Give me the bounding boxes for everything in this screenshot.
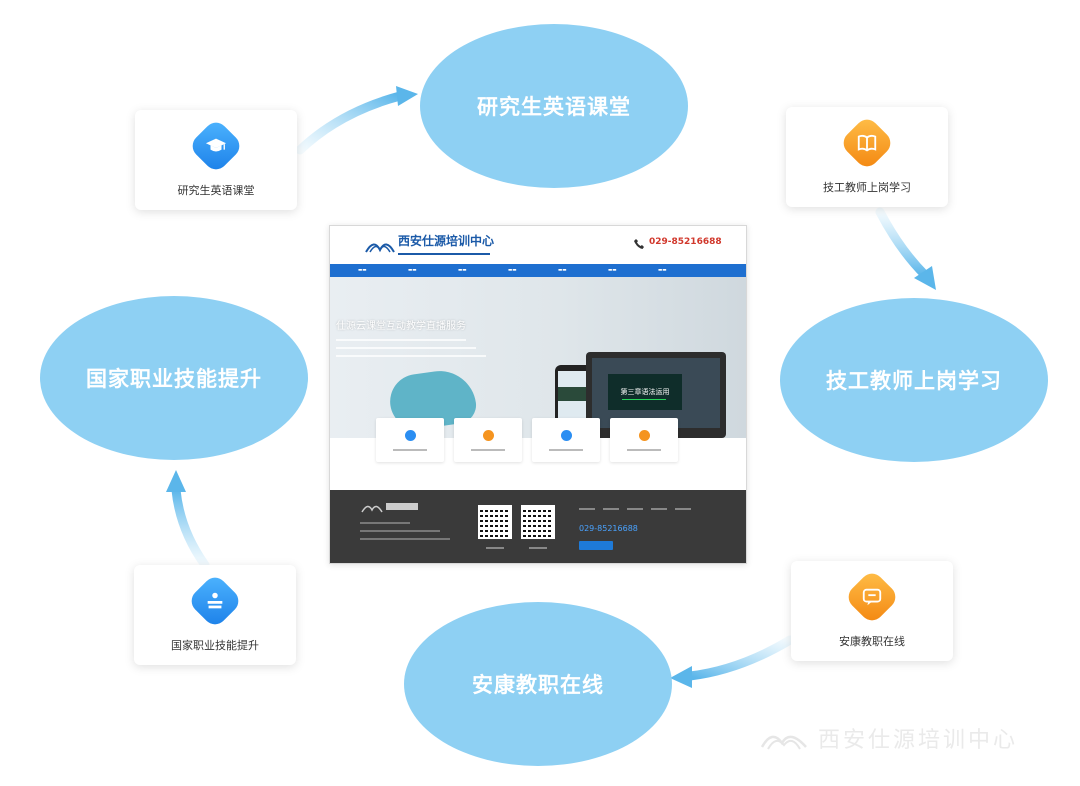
card-label: 研究生英语课堂 [177, 184, 255, 197]
site-nav: ▬▬ ▬▬ ▬▬ ▬▬ ▬▬ ▬▬ ▬▬ [330, 264, 746, 277]
nav-item[interactable]: ▬▬ [408, 268, 417, 273]
site-header: 西安仕源培训中心 029-85216688 [330, 226, 746, 264]
ellipse-top-label: 研究生英语课堂 [477, 95, 631, 119]
site-hero: 仕源云课堂互动教学直播服务 第三章语法运用 [330, 277, 746, 443]
arrow-top [295, 86, 418, 155]
hero-title: 仕源云课堂互动教学直播服务 [336, 321, 466, 332]
qr-code [478, 505, 512, 539]
site-logo-icon [365, 243, 395, 253]
nav-item[interactable]: ▬▬ [658, 268, 667, 273]
card-label: 技工教师上岗学习 [823, 181, 911, 194]
ellipse-top: 研究生英语课堂 [420, 24, 688, 188]
site-phone: 029-85216688 [649, 237, 722, 247]
site-card[interactable] [454, 418, 522, 462]
watermark-text: 西安仕源培训中心 [818, 728, 1019, 753]
hero-board: 第三章语法运用 [608, 374, 682, 410]
card-label: 安康教职在线 [839, 635, 905, 648]
arrow-left [166, 470, 210, 570]
footer-logo-icon [361, 503, 418, 513]
site-card[interactable] [376, 418, 444, 462]
ellipse-right-label: 技工教师上岗学习 [826, 369, 1002, 393]
nav-item[interactable]: ▬▬ [558, 268, 567, 273]
phone-icon [634, 239, 644, 249]
card-label: 国家职业技能提升 [171, 639, 259, 652]
footer-phone: 029-85216688 [579, 524, 638, 533]
card-technical-teacher: 技工教师上岗学习 [786, 107, 948, 207]
book-stack-icon [186, 572, 244, 630]
arrow-right [875, 207, 936, 290]
nav-item[interactable]: ▬▬ [508, 268, 517, 273]
website-screenshot: 西安仕源培训中心 029-85216688 ▬▬ ▬▬ ▬▬ ▬▬ ▬▬ ▬▬ … [329, 225, 747, 564]
site-card[interactable] [610, 418, 678, 462]
ellipse-right: 技工教师上岗学习 [780, 298, 1048, 462]
card-national-skills: 国家职业技能提升 [134, 565, 296, 665]
footer-consult-button[interactable] [579, 541, 613, 550]
graduation-cap-icon [187, 117, 245, 175]
ellipse-left-label: 国家职业技能提升 [86, 367, 262, 391]
nav-item[interactable]: ▬▬ [458, 268, 467, 273]
qr-code [521, 505, 555, 539]
site-card[interactable] [532, 418, 600, 462]
ellipse-bottom: 安康教职在线 [404, 602, 672, 766]
card-ankang-online: 安康教职在线 [791, 561, 953, 661]
site-brand: 西安仕源培训中心 [398, 234, 495, 248]
hero-laptop-device: 第三章语法运用 [586, 352, 726, 438]
ellipse-bottom-label: 安康教职在线 [472, 673, 604, 697]
site-slogan-bar [398, 253, 490, 255]
chat-icon [843, 568, 901, 626]
site-service-cards [376, 418, 678, 462]
watermark: 西安仕源培训中心 [760, 722, 1018, 754]
arrow-bottom [670, 635, 795, 688]
watermark-logo-icon [760, 735, 807, 750]
card-graduate-english: 研究生英语课堂 [135, 110, 297, 210]
book-icon [838, 114, 896, 172]
ellipse-left: 国家职业技能提升 [40, 296, 308, 460]
nav-item[interactable]: ▬▬ [608, 268, 617, 273]
site-footer: 029-85216688 [330, 490, 746, 563]
nav-item[interactable]: ▬▬ [358, 268, 367, 273]
